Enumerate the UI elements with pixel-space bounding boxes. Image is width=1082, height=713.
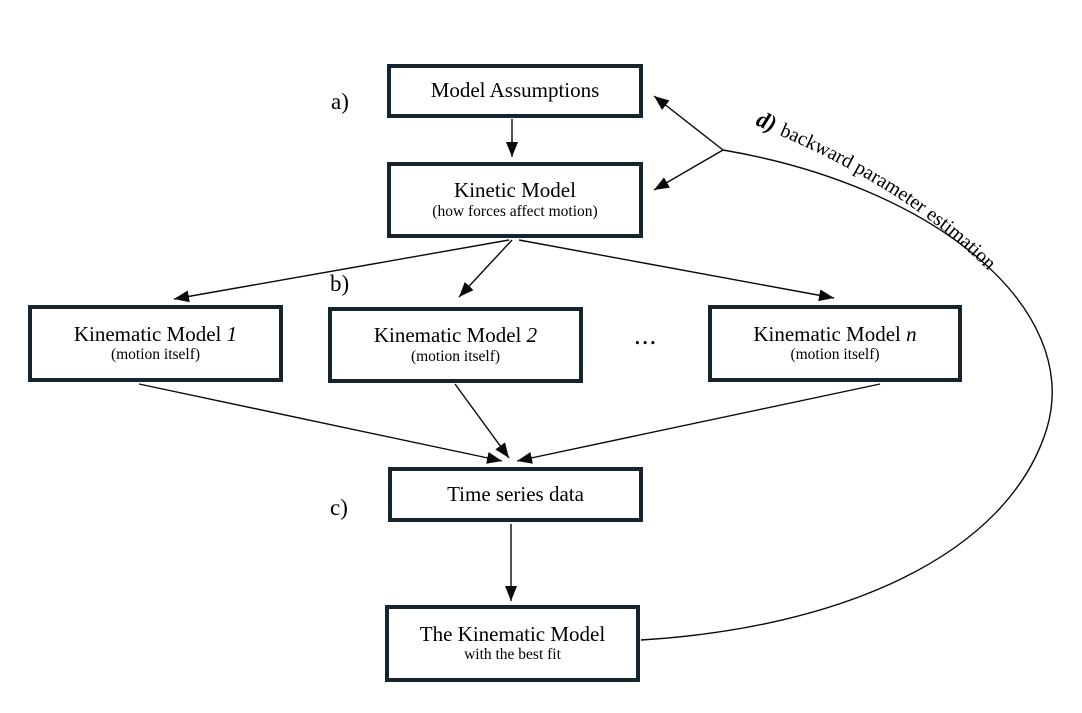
- node-title-text: Kinematic Model: [373, 323, 527, 348]
- node-title-text: Kinematic Model: [73, 321, 227, 346]
- node-title: The Kinematic Model: [419, 621, 606, 646]
- node-kinematic-model-2: Kinematic Model 2 (motion itself): [328, 307, 583, 383]
- node-model-assumptions: Model Assumptions: [387, 64, 643, 118]
- node-best-fit-model: The Kinematic Model with the best fit: [385, 605, 640, 682]
- node-subtitle: with the best fit: [464, 646, 561, 664]
- arrow-backward-to-kinetic: [653, 149, 724, 191]
- label-a: a): [331, 89, 349, 114]
- node-kinetic-model: Kinetic Model (how forces affect motion): [387, 162, 643, 238]
- node-title: Kinematic Model n: [753, 321, 917, 347]
- node-kinematic-model-n: Kinematic Model n (motion itself): [708, 305, 962, 382]
- ellipsis-more-models: ...: [634, 320, 658, 350]
- label-c: c): [330, 495, 348, 520]
- node-title-text: Kinematic Model: [753, 321, 907, 346]
- label-d: d): [753, 106, 780, 136]
- node-subtitle: (motion itself): [790, 346, 880, 364]
- arrow-kinematic2-to-timeseries: [454, 383, 510, 459]
- node-title: Model Assumptions: [430, 78, 600, 103]
- node-subtitle: (motion itself): [110, 346, 201, 364]
- node-title: Time series data: [447, 481, 584, 506]
- backward-estimation-label: d)backward parameter estimation: [753, 106, 1000, 274]
- node-title-variable: 1: [226, 321, 238, 346]
- label-b: b): [330, 271, 350, 296]
- node-title-variable: n: [906, 321, 917, 346]
- node-time-series-data: Time series data: [388, 467, 643, 522]
- node-title: Kinematic Model 2: [374, 324, 537, 348]
- arrow-kinetic-to-kinematic1: [173, 239, 510, 303]
- node-title: Kinematic Model 1: [73, 321, 238, 347]
- node-subtitle: (how forces affect motion): [432, 202, 598, 220]
- node-title-variable: 2: [526, 323, 538, 348]
- node-title: Kinetic Model: [454, 178, 576, 203]
- node-kinematic-model-1: Kinematic Model 1 (motion itself): [28, 305, 283, 382]
- backward-estimation-text: backward parameter estimation: [777, 119, 1000, 274]
- arrow-kinematic1-to-timeseries: [138, 383, 503, 464]
- arrow-backward-to-assumptions: [653, 95, 724, 151]
- arrow-kinetic-to-kinematic2: [458, 239, 513, 298]
- arc-backward-estimation: [640, 149, 1053, 641]
- node-subtitle: (motion itself): [410, 347, 501, 365]
- arrow-kinetic-to-kinematicn: [518, 239, 835, 302]
- arrow-kinematicn-to-timeseries: [516, 383, 881, 464]
